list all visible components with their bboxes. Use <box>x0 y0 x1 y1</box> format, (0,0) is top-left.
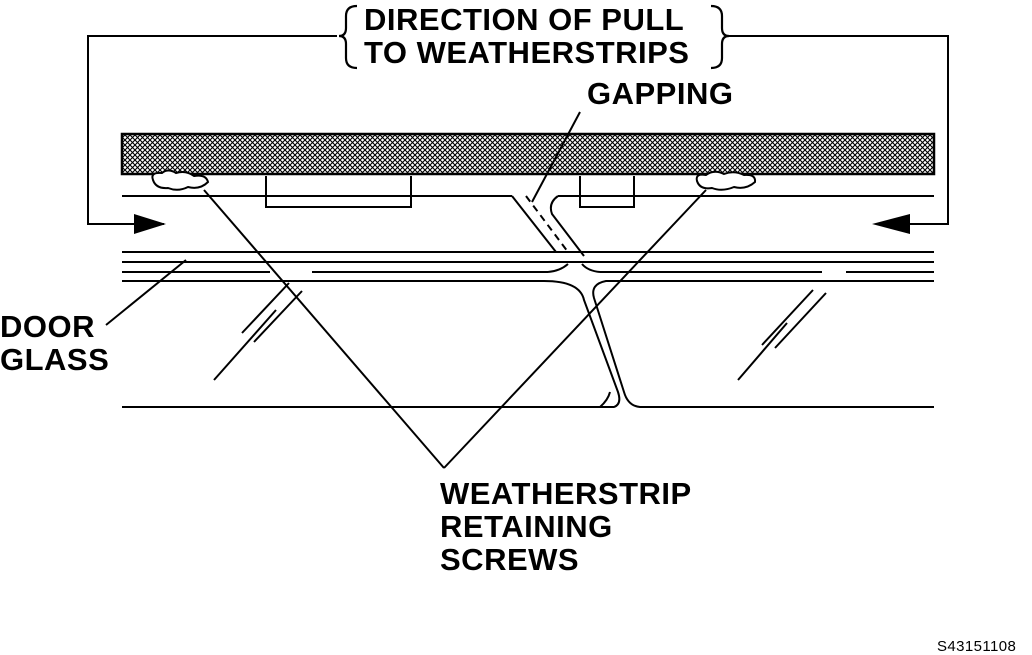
door-glass-label-line2: GLASS <box>0 342 109 377</box>
leader-lines <box>105 111 707 469</box>
weatherstrip <box>122 176 934 257</box>
right-arrowhead-icon <box>872 214 910 234</box>
door-glass-label-line1: DOOR <box>0 309 95 344</box>
door-glass <box>122 251 934 408</box>
screws-label-line1: WEATHERSTRIP <box>440 476 692 511</box>
direction-label-line2: TO WEATHERSTRIPS <box>364 35 689 70</box>
left-screw-head <box>151 169 210 191</box>
roof-rail <box>120 132 936 176</box>
left-brace-icon <box>338 4 358 70</box>
left-arrowhead-icon <box>134 214 166 234</box>
screws-label-line3: SCREWS <box>440 542 579 577</box>
figure-id: S43151108 <box>937 638 1016 655</box>
gapping-label: GAPPING <box>587 76 733 111</box>
screws-label-line2: RETAINING <box>440 509 613 544</box>
right-screw-head <box>695 170 757 191</box>
direction-label-line1: DIRECTION OF PULL <box>364 2 684 37</box>
right-brace-icon <box>710 4 730 70</box>
pull-direction-bracket <box>87 35 949 225</box>
